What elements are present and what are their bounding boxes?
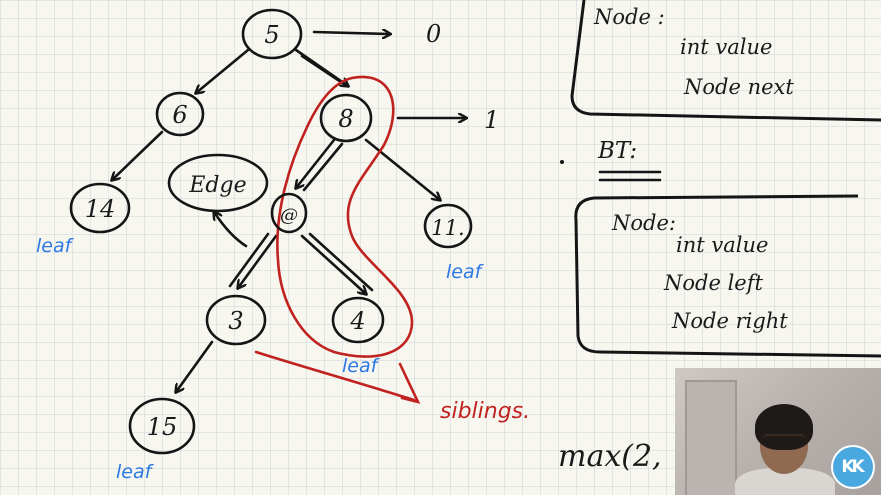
- edge-5-6: [196, 48, 250, 93]
- leaf-label-4: leaf: [342, 355, 381, 377]
- edge-a-4-double: [308, 232, 374, 292]
- svg-text:3: 3: [228, 307, 243, 335]
- svg-text:Edge: Edge: [188, 173, 246, 198]
- channel-logo: KK: [831, 445, 875, 489]
- tree-node-4: 4: [331, 296, 385, 344]
- edge-3-15: [176, 340, 214, 392]
- edge-6-14: [112, 130, 164, 180]
- svg-text:6: 6: [172, 101, 187, 129]
- leaf-label-14: leaf: [36, 235, 75, 257]
- tree-node-a: @: [270, 192, 308, 234]
- edge-a-4: [300, 234, 366, 294]
- svg-text:11.: 11.: [431, 216, 464, 240]
- webcam-overlay: KK: [675, 368, 881, 495]
- edge-a-3-double: [228, 232, 270, 288]
- siblings-underline: [254, 350, 416, 402]
- ll-box-line-0: int value: [680, 35, 772, 59]
- leaf-label-15: leaf: [116, 461, 155, 483]
- tree-node-14: 14: [69, 182, 131, 234]
- tree-edges: [112, 48, 440, 392]
- edge-a-3: [238, 234, 278, 288]
- ll-box-title: Node :: [593, 5, 665, 29]
- tree-node-8: 8: [319, 93, 373, 143]
- svg-text:4: 4: [349, 307, 365, 335]
- webcam-background-door: [685, 380, 737, 495]
- edge-label-bubble: Edge: [167, 153, 269, 213]
- channel-logo-text: KK: [841, 457, 864, 477]
- edge-5-8-double: [300, 54, 346, 86]
- tree-node-3: 3: [205, 294, 267, 346]
- bt-box-title: Node:: [611, 211, 676, 235]
- svg-text:15: 15: [147, 413, 178, 441]
- bullet-dot: [560, 160, 564, 164]
- edge-8-a: [296, 138, 336, 188]
- bt-box-line-2: Node right: [671, 309, 788, 333]
- bt-node-box: Node: int value Node left Node right: [574, 194, 881, 358]
- edge-label-pointer: [214, 212, 248, 248]
- tree-node-11: 11.: [423, 203, 473, 249]
- presenter-glasses: [762, 434, 806, 448]
- linked-list-node-box: Node : int value Node next: [570, 0, 881, 122]
- bt-box-line-0: int value: [676, 233, 768, 257]
- siblings-pointer: [398, 362, 421, 404]
- siblings-highlight-loop: [276, 75, 414, 358]
- level-0-arrow: [312, 32, 390, 34]
- tree-node-5: 5: [241, 8, 303, 60]
- svg-text:@: @: [280, 205, 298, 226]
- formula-fragment: max(2,: [558, 439, 662, 474]
- leaf-label-11: leaf: [446, 261, 485, 283]
- bt-heading: BT:: [597, 138, 637, 164]
- svg-text:8: 8: [338, 105, 353, 133]
- svg-text:5: 5: [264, 21, 279, 49]
- tree-node-15: 15: [128, 397, 196, 455]
- svg-text:14: 14: [85, 195, 116, 223]
- ll-box-line-1: Node next: [683, 75, 794, 99]
- level-1-label: 1: [484, 106, 499, 134]
- tree-node-6: 6: [155, 91, 205, 137]
- level-0-label: 0: [426, 20, 441, 48]
- bt-box-line-1: Node left: [663, 271, 763, 295]
- edge-8-11: [364, 138, 440, 200]
- edge-8-a-double: [302, 142, 344, 192]
- siblings-label: siblings.: [440, 399, 530, 424]
